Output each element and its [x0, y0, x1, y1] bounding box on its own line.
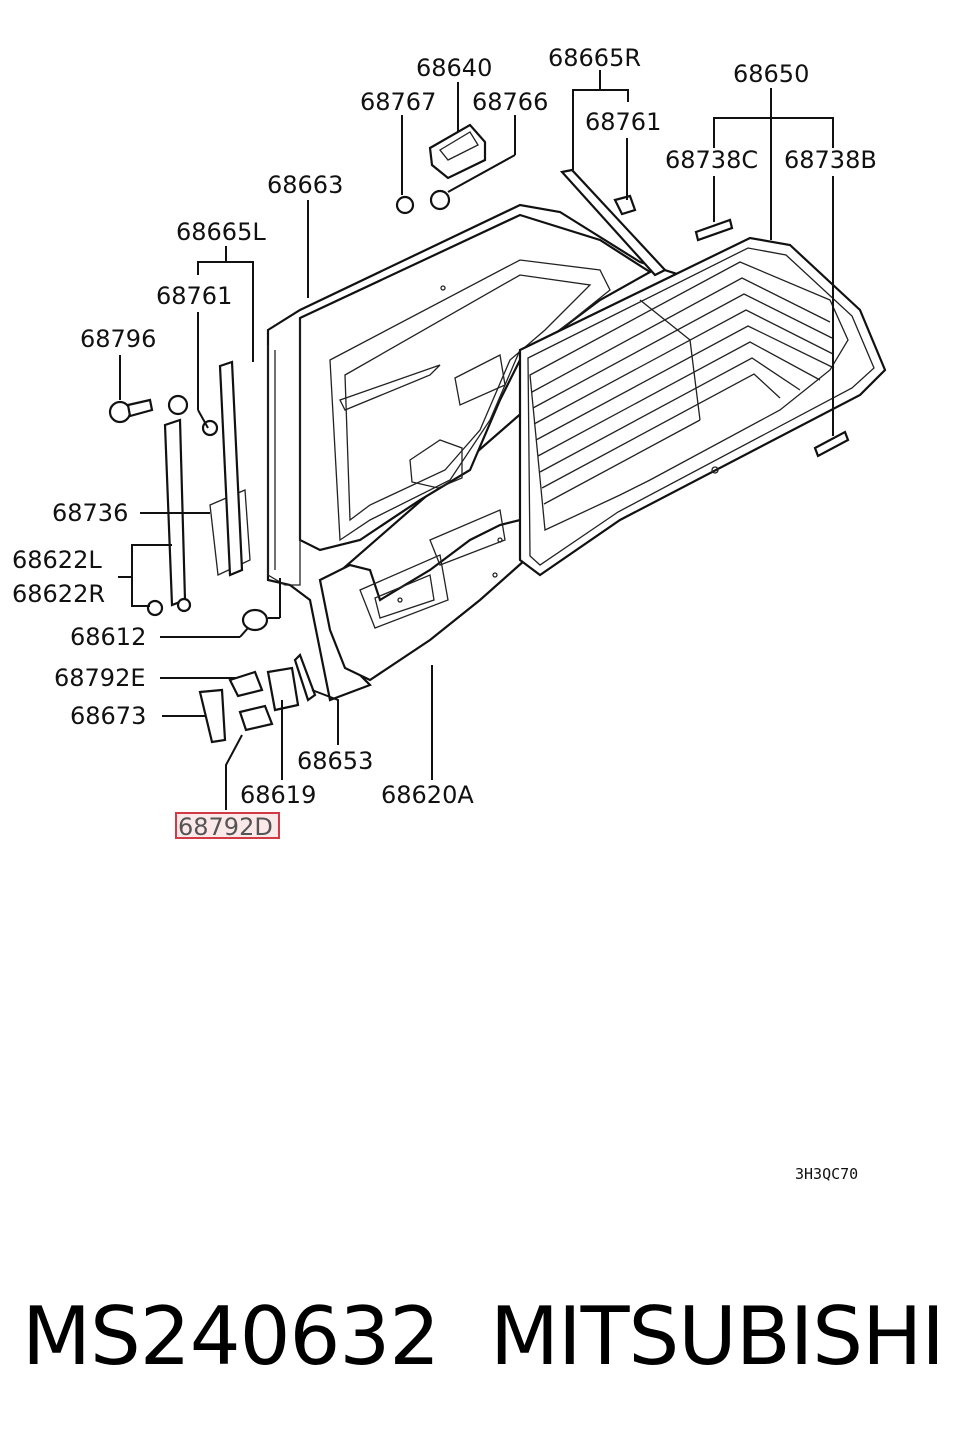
weatherstrip-left-drawing — [201, 360, 244, 577]
rear-window-glass-drawing — [518, 236, 887, 577]
label-68665R: 68665R — [548, 44, 641, 72]
footer: MS240632 MITSUBISHI — [0, 1290, 960, 1400]
clip-top-drawing — [613, 194, 637, 216]
label-68738C: 68738C — [665, 146, 758, 174]
bolt-68796-drawing — [108, 398, 154, 424]
molding-pieces-drawing — [694, 218, 850, 458]
label-68761-top: 68761 — [585, 108, 661, 136]
drawing-code: 3H3QC70 — [795, 1165, 858, 1183]
hinge-drawing — [395, 123, 487, 215]
label-68612: 68612 — [70, 623, 146, 651]
label-68796: 68796 — [80, 325, 156, 353]
lower-hardware-drawing — [198, 653, 317, 744]
label-68663: 68663 — [267, 171, 343, 199]
weatherstrip-right-drawing — [559, 168, 667, 277]
label-68619: 68619 — [240, 781, 316, 809]
label-68622L: 68622L — [12, 546, 102, 574]
label-68792D-highlighted: 68792D — [178, 813, 273, 841]
label-68738B: 68738B — [784, 146, 877, 174]
highlight-box — [175, 812, 280, 839]
label-68620A: 68620A — [381, 781, 474, 809]
footer-part-number: MS240632 — [22, 1290, 440, 1383]
label-68736: 68736 — [52, 499, 128, 527]
label-68673: 68673 — [70, 702, 146, 730]
label-68650: 68650 — [733, 60, 809, 88]
label-68653: 68653 — [297, 747, 373, 775]
label-68665L: 68665L — [176, 218, 266, 246]
label-68640: 68640 — [416, 54, 492, 82]
label-68767: 68767 — [360, 88, 436, 116]
part-labels: 68640 68665R 68650 68767 68766 68761 687… — [12, 44, 877, 1183]
label-68766: 68766 — [472, 88, 548, 116]
label-68792E: 68792E — [54, 664, 146, 692]
label-68622R: 68622R — [12, 580, 105, 608]
footer-brand: MITSUBISHI — [490, 1290, 945, 1383]
leader-lines — [118, 70, 834, 810]
bumper-68612-drawing — [241, 608, 269, 632]
gas-strut-drawing — [146, 394, 192, 617]
label-68761-left: 68761 — [156, 282, 232, 310]
